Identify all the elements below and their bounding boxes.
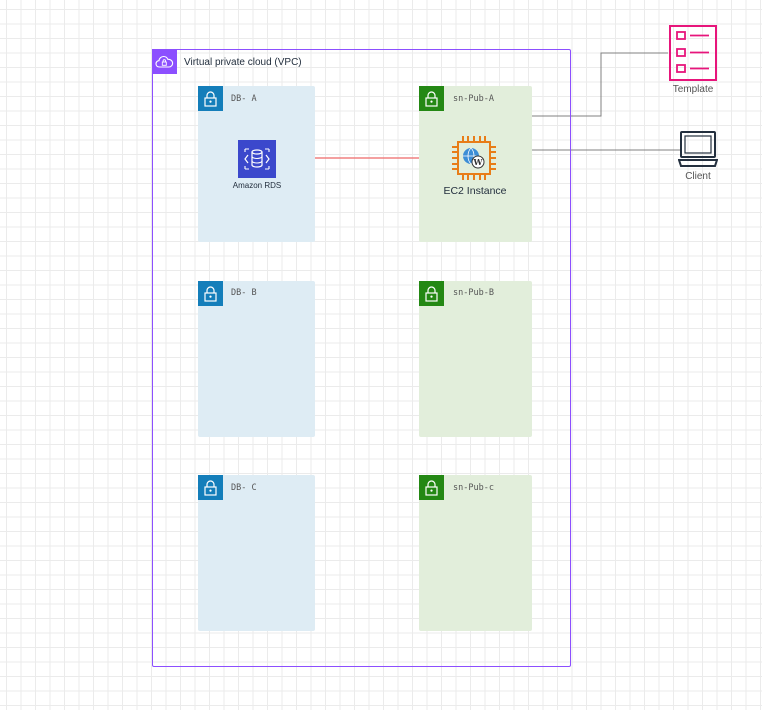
lock-icon	[198, 86, 223, 111]
rds-label: Amazon RDS	[232, 181, 282, 190]
lock-icon	[419, 475, 444, 500]
subnet-label: sn-Pub-c	[453, 483, 494, 493]
lock-icon	[198, 475, 223, 500]
subnet-label: DB- A	[231, 94, 257, 104]
subnet-pub-b[interactable]	[419, 281, 532, 437]
subnet-db-b[interactable]	[198, 281, 315, 437]
subnet-db-c[interactable]	[198, 475, 315, 631]
vpc-group[interactable]	[152, 49, 571, 667]
subnet-pub-c[interactable]	[419, 475, 532, 631]
ec2-chip-wordpress-icon[interactable]: W	[451, 135, 497, 181]
desktop-computer-icon[interactable]	[677, 130, 719, 168]
lock-icon	[419, 86, 444, 111]
subnet-label: sn-Pub-B	[453, 288, 494, 298]
subnet-label: DB- C	[231, 483, 257, 493]
ec2-label: EC2 Instance	[443, 185, 507, 197]
lock-icon	[198, 281, 223, 306]
checklist-icon[interactable]	[669, 25, 717, 81]
vpc-label: Virtual private cloud (VPC)	[184, 57, 302, 68]
rds-database-icon[interactable]	[238, 140, 276, 178]
template-label: Template	[672, 84, 714, 95]
svg-text:W: W	[473, 157, 484, 167]
vpc-cloud-icon	[152, 49, 177, 74]
client-label: Client	[685, 171, 711, 182]
lock-icon	[419, 281, 444, 306]
subnet-label: sn-Pub-A	[453, 94, 494, 104]
subnet-label: DB- B	[231, 288, 257, 298]
